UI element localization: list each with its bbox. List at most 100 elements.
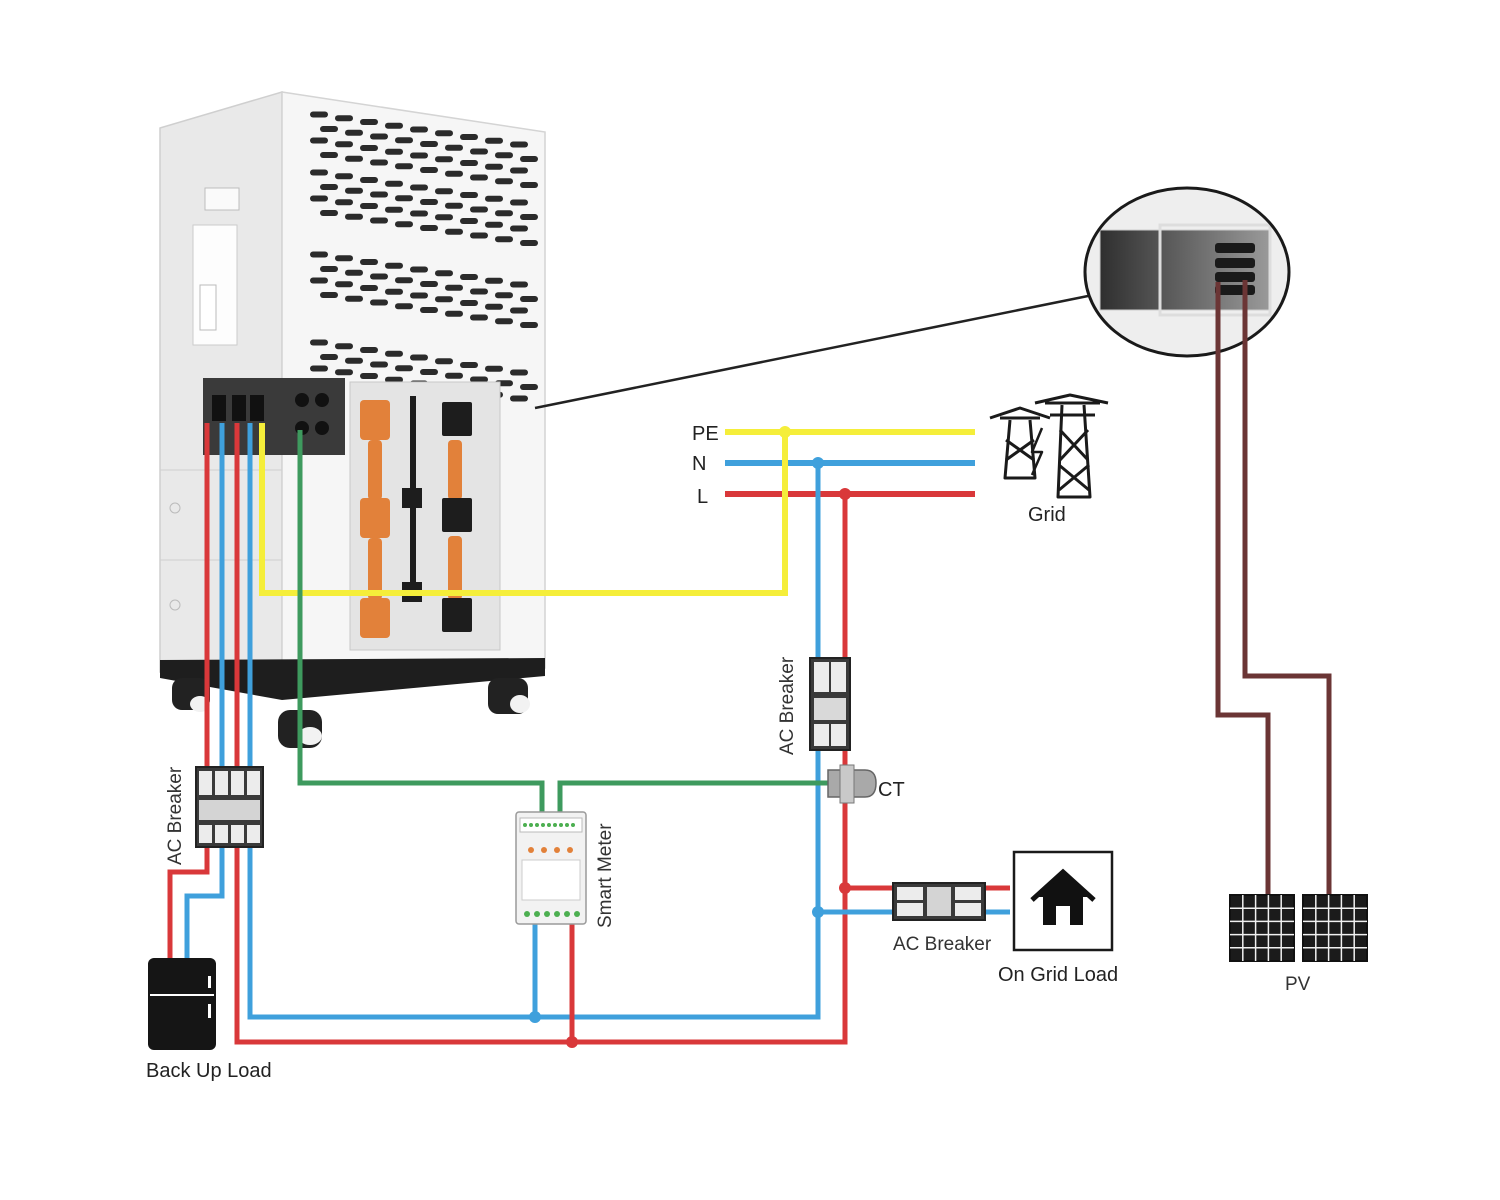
vent-slot xyxy=(495,152,513,159)
vent-slot xyxy=(360,373,378,379)
vent-slot xyxy=(510,225,528,232)
vent-slot xyxy=(410,354,428,361)
vent-slot xyxy=(420,281,438,287)
vent-slot xyxy=(460,160,478,166)
vent-slot xyxy=(510,395,528,402)
vent-slot xyxy=(410,292,428,299)
vent-slot xyxy=(385,350,403,357)
vent-slot xyxy=(395,365,413,372)
grid-label: Grid xyxy=(1028,504,1066,526)
vent-slot xyxy=(445,372,463,379)
solar-panel-icon xyxy=(1229,894,1368,962)
vent-slot xyxy=(495,210,513,217)
back-up-load-label: Back Up Load xyxy=(146,1060,272,1082)
vent-slot xyxy=(385,288,403,295)
vent-slot xyxy=(460,192,478,198)
vent-slot xyxy=(485,365,503,372)
pv-wire-1 xyxy=(1215,282,1271,898)
vent-slot xyxy=(335,141,353,148)
vent-slot xyxy=(435,296,453,303)
pe-wire-unit xyxy=(259,423,788,596)
vent-slot xyxy=(345,187,363,194)
vent-slot xyxy=(310,137,328,144)
ac-breaker-left-label: AC Breaker xyxy=(165,766,186,865)
vent-slot xyxy=(470,232,488,239)
vent-slot xyxy=(420,167,438,173)
vent-slot xyxy=(410,152,428,159)
vent-slot xyxy=(470,148,488,155)
vent-grille xyxy=(310,111,538,402)
vent-slot xyxy=(460,218,478,224)
vent-slot xyxy=(310,251,328,258)
vent-slot xyxy=(420,369,438,375)
vent-slot xyxy=(335,115,353,122)
vent-slot xyxy=(395,221,413,228)
vent-slot xyxy=(370,217,388,224)
vent-slot xyxy=(520,322,538,328)
on-grid-load-label: On Grid Load xyxy=(998,964,1118,986)
vent-slot xyxy=(335,369,353,376)
vent-slot xyxy=(310,339,328,346)
vent-slot xyxy=(520,296,538,302)
vent-slot xyxy=(520,384,538,390)
backup-l-wire xyxy=(167,423,210,962)
vent-slot xyxy=(420,225,438,231)
smart-meter-label: Smart Meter xyxy=(595,823,616,928)
vent-slot xyxy=(435,156,453,163)
vent-slot xyxy=(460,362,478,368)
refrigerator-icon xyxy=(148,958,216,1050)
vent-slot xyxy=(435,214,453,221)
vent-slot xyxy=(360,259,378,265)
vent-slot xyxy=(410,210,428,217)
vent-slot xyxy=(445,144,463,151)
vent-slot xyxy=(520,182,538,188)
vent-slot xyxy=(485,163,503,170)
vent-slot xyxy=(470,376,488,383)
vent-slot xyxy=(395,277,413,284)
vent-slot xyxy=(460,274,478,280)
caster-wheels xyxy=(172,678,530,748)
vent-slot xyxy=(510,199,528,206)
vent-slot xyxy=(395,303,413,310)
vent-slot xyxy=(520,240,538,246)
solar-panel xyxy=(1229,894,1295,962)
pv-input-detail-zoom xyxy=(1083,186,1291,358)
ac-breaker-mid-label: AC Breaker xyxy=(777,656,798,755)
vent-slot xyxy=(345,269,363,276)
vent-slot xyxy=(345,295,363,302)
vent-slot xyxy=(470,314,488,321)
vent-slot xyxy=(345,213,363,220)
vent-slot xyxy=(335,281,353,288)
vent-slot xyxy=(335,173,353,180)
vent-slot xyxy=(410,126,428,133)
vent-slot xyxy=(485,303,503,310)
house-icon xyxy=(1012,850,1114,952)
ac-breaker-bottom-label: AC Breaker xyxy=(893,934,992,955)
vent-slot xyxy=(445,170,463,177)
vent-slot xyxy=(360,177,378,183)
battery-busbars xyxy=(360,400,462,638)
vent-slot xyxy=(370,273,388,280)
vent-slot xyxy=(320,184,338,190)
vent-slot xyxy=(495,318,513,325)
vent-slot xyxy=(320,126,338,132)
vent-slot xyxy=(485,195,503,202)
vent-slot xyxy=(345,357,363,364)
vent-slot xyxy=(335,199,353,206)
vent-slot xyxy=(385,376,403,383)
ac-breaker-backup xyxy=(195,766,264,848)
vent-slot xyxy=(445,228,463,235)
vent-slot xyxy=(520,214,538,220)
vent-slot xyxy=(470,288,488,295)
vent-slot xyxy=(510,281,528,288)
vent-slot xyxy=(385,122,403,129)
vent-slot xyxy=(435,130,453,137)
vent-slot xyxy=(320,210,338,216)
vent-slot xyxy=(510,307,528,314)
smart-meter-icon xyxy=(515,811,587,925)
vent-slot xyxy=(485,277,503,284)
ct-clamp-icon xyxy=(827,764,877,804)
vent-slot xyxy=(435,188,453,195)
ct-label: CT xyxy=(878,779,905,801)
solar-panel xyxy=(1302,894,1368,962)
